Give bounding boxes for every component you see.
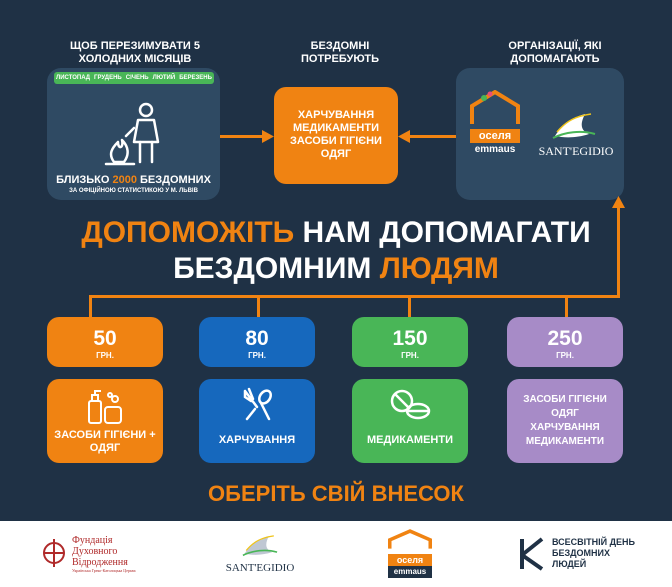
santegidio-footer-logo: SANT'EGIDIO <box>220 531 300 579</box>
arrow-right-icon <box>262 130 274 143</box>
santegidio-label: SANT'EGIDIO <box>538 144 614 158</box>
arrow-left-icon <box>398 130 410 143</box>
medicine-card[interactable]: МЕДИКАМЕНТИ <box>352 379 468 463</box>
fund-name-line: Відродження <box>72 557 128 568</box>
amount-value: 50 <box>93 327 117 350</box>
arrow-up-icon <box>612 196 625 208</box>
month-label: ГРУДЕНЬ <box>94 75 122 81</box>
donation-option-150[interactable]: 150 ГРН. <box>352 317 468 367</box>
donation-option-80[interactable]: 80 ГРН. <box>199 317 315 367</box>
osela-house-icon <box>388 529 432 549</box>
homeless-day-emblem-icon <box>520 537 544 571</box>
cold-person-fire-icon <box>104 102 160 166</box>
emmaus-footer-label: emmaus <box>388 566 432 578</box>
dove-icon <box>552 113 596 139</box>
donation-option-50[interactable]: 50 ГРН. <box>47 317 163 367</box>
card-label: ХАРЧУВАННЯ <box>218 434 296 446</box>
month-label: ЛИСТОПАД <box>56 75 91 81</box>
month-label: СІЧЕНЬ <box>125 75 149 81</box>
osela-label: оселя <box>470 129 520 143</box>
currency-label: ГРН. <box>96 351 114 360</box>
hygiene-clothes-card[interactable]: ЗАСОБИ ГІГІЄНИ + ОДЯГ <box>47 379 163 463</box>
food-card[interactable]: ХАРЧУВАННЯ <box>199 379 315 463</box>
osela-house-icon <box>470 89 520 124</box>
months-bar: ЛИСТОПАД ГРУДЕНЬ СІЧЕНЬ ЛЮТИЙ БЕРЕЗЕНЬ <box>54 72 214 84</box>
card-label: МЕДИКАМЕНТИ <box>367 434 453 446</box>
headline: ДОПОМОЖІТЬ НАМ ДОПОМАГАТИ БЕЗДОМНИМ ЛЮДЯ… <box>81 216 591 285</box>
osela-emmaus-logo: оселя emmaus <box>470 89 520 160</box>
santegidio-footer-label: SANT'EGIDIO <box>225 562 295 574</box>
card-label: ЗАСОБИ ГІГІЄНИ + ОДЯГ <box>54 429 156 454</box>
homeless-number: 2000 <box>112 174 137 186</box>
fund-logo: Фундація Духовного Відродження Українськ… <box>40 533 170 577</box>
emmaus-label: emmaus <box>474 144 516 155</box>
homeless-count: БЛИЗЬКО 2000 БЕЗДОМНИХ <box>56 174 211 186</box>
fork-spoon-icon <box>243 387 272 421</box>
homeless-day-line: ЛЮДЕЙ <box>552 559 587 569</box>
caption-winter: ЩОБ ПЕРЕЗИМУВАТИ 5 ХОЛОДНИХ МІСЯЦІВ <box>69 40 201 65</box>
currency-label: ГРН. <box>556 351 574 360</box>
needs-box: ХАРЧУВАННЯ МЕДИКАМЕНТИ ЗАСОБИ ГІГІЄНИ ОД… <box>274 87 398 184</box>
caption-needs: БЕЗДОМНІ ПОТРЕБУЮТЬ <box>300 40 380 65</box>
call-to-action: ОБЕРІТЬ СВІЙ ВНЕСОК <box>208 481 464 506</box>
partners-footer: Фундація Духовного Відродження Українськ… <box>0 521 672 587</box>
statistic-note: ЗА ОФІЦІЙНОЮ СТАТИСТИКОЮ У М. ЛЬВІВ <box>69 188 198 194</box>
connector-line <box>89 295 620 298</box>
infographic-poster: ЩОБ ПЕРЕЗИМУВАТИ 5 ХОЛОДНИХ МІСЯЦІВ БЕЗД… <box>47 40 625 506</box>
connector-line <box>257 295 260 317</box>
card-label: ЗАСОБИ ГІГІЄНИ <box>523 394 607 405</box>
hygiene-bottles-icon <box>88 390 122 424</box>
osela-emmaus-footer-logo: оселя emmaus <box>388 529 432 581</box>
dove-icon <box>242 535 278 557</box>
currency-label: ГРН. <box>248 351 266 360</box>
need-item: ХАРЧУВАННЯ <box>297 109 375 121</box>
fund-name-line: Духовного <box>72 546 118 557</box>
month-label: БЕРЕЗЕНЬ <box>179 75 212 81</box>
amount-value: 250 <box>547 327 583 350</box>
fund-name-line: Фундація <box>72 535 113 546</box>
month-label: ЛЮТИЙ <box>152 75 176 81</box>
connector-line <box>617 206 620 296</box>
winter-panel: ЛИСТОПАД ГРУДЕНЬ СІЧЕНЬ ЛЮТИЙ БЕРЕЗЕНЬ Б… <box>47 68 220 200</box>
amount-value: 80 <box>245 327 269 350</box>
connector-line <box>408 295 411 317</box>
card-label: ХАРЧУВАННЯ <box>530 422 600 433</box>
homeless-day-line: ВСЕСВІТНІЙ ДЕНЬ <box>552 537 636 547</box>
connector-line <box>565 295 568 317</box>
connector-line <box>220 135 270 138</box>
homeless-day-line: БЕЗДОМНИХ <box>552 548 610 558</box>
fund-emblem-icon <box>43 539 65 567</box>
pills-icon <box>390 389 431 420</box>
card-label: МЕДИКАМЕНТИ <box>525 436 605 447</box>
card-label: ОДЯГ <box>551 408 579 419</box>
osela-footer-label: оселя <box>388 554 432 566</box>
amount-value: 150 <box>392 327 428 350</box>
donation-option-250[interactable]: 250 ГРН. <box>507 317 623 367</box>
all-needs-card[interactable]: ЗАСОБИ ГІГІЄНИ ОДЯГ ХАРЧУВАННЯ МЕДИКАМЕН… <box>507 379 623 463</box>
organizations-panel: оселя emmaus SANT'EGIDIO <box>456 68 624 200</box>
connector-line <box>89 295 92 317</box>
need-item: МЕДИКАМЕНТИ <box>293 122 379 134</box>
need-item: ОДЯГ <box>320 148 352 160</box>
connector-line <box>410 135 456 138</box>
need-item: ЗАСОБИ ГІГІЄНИ <box>290 135 382 147</box>
currency-label: ГРН. <box>401 351 419 360</box>
fund-subtitle: Українська Греко-Католицька Церква <box>72 568 136 573</box>
caption-organizations: ОРГАНІЗАЦІЇ, ЯКІ ДОПОМАГАЮТЬ <box>508 40 602 65</box>
homeless-day-logo: ВСЕСВІТНІЙ ДЕНЬ БЕЗДОМНИХ ЛЮДЕЙ <box>520 535 660 575</box>
